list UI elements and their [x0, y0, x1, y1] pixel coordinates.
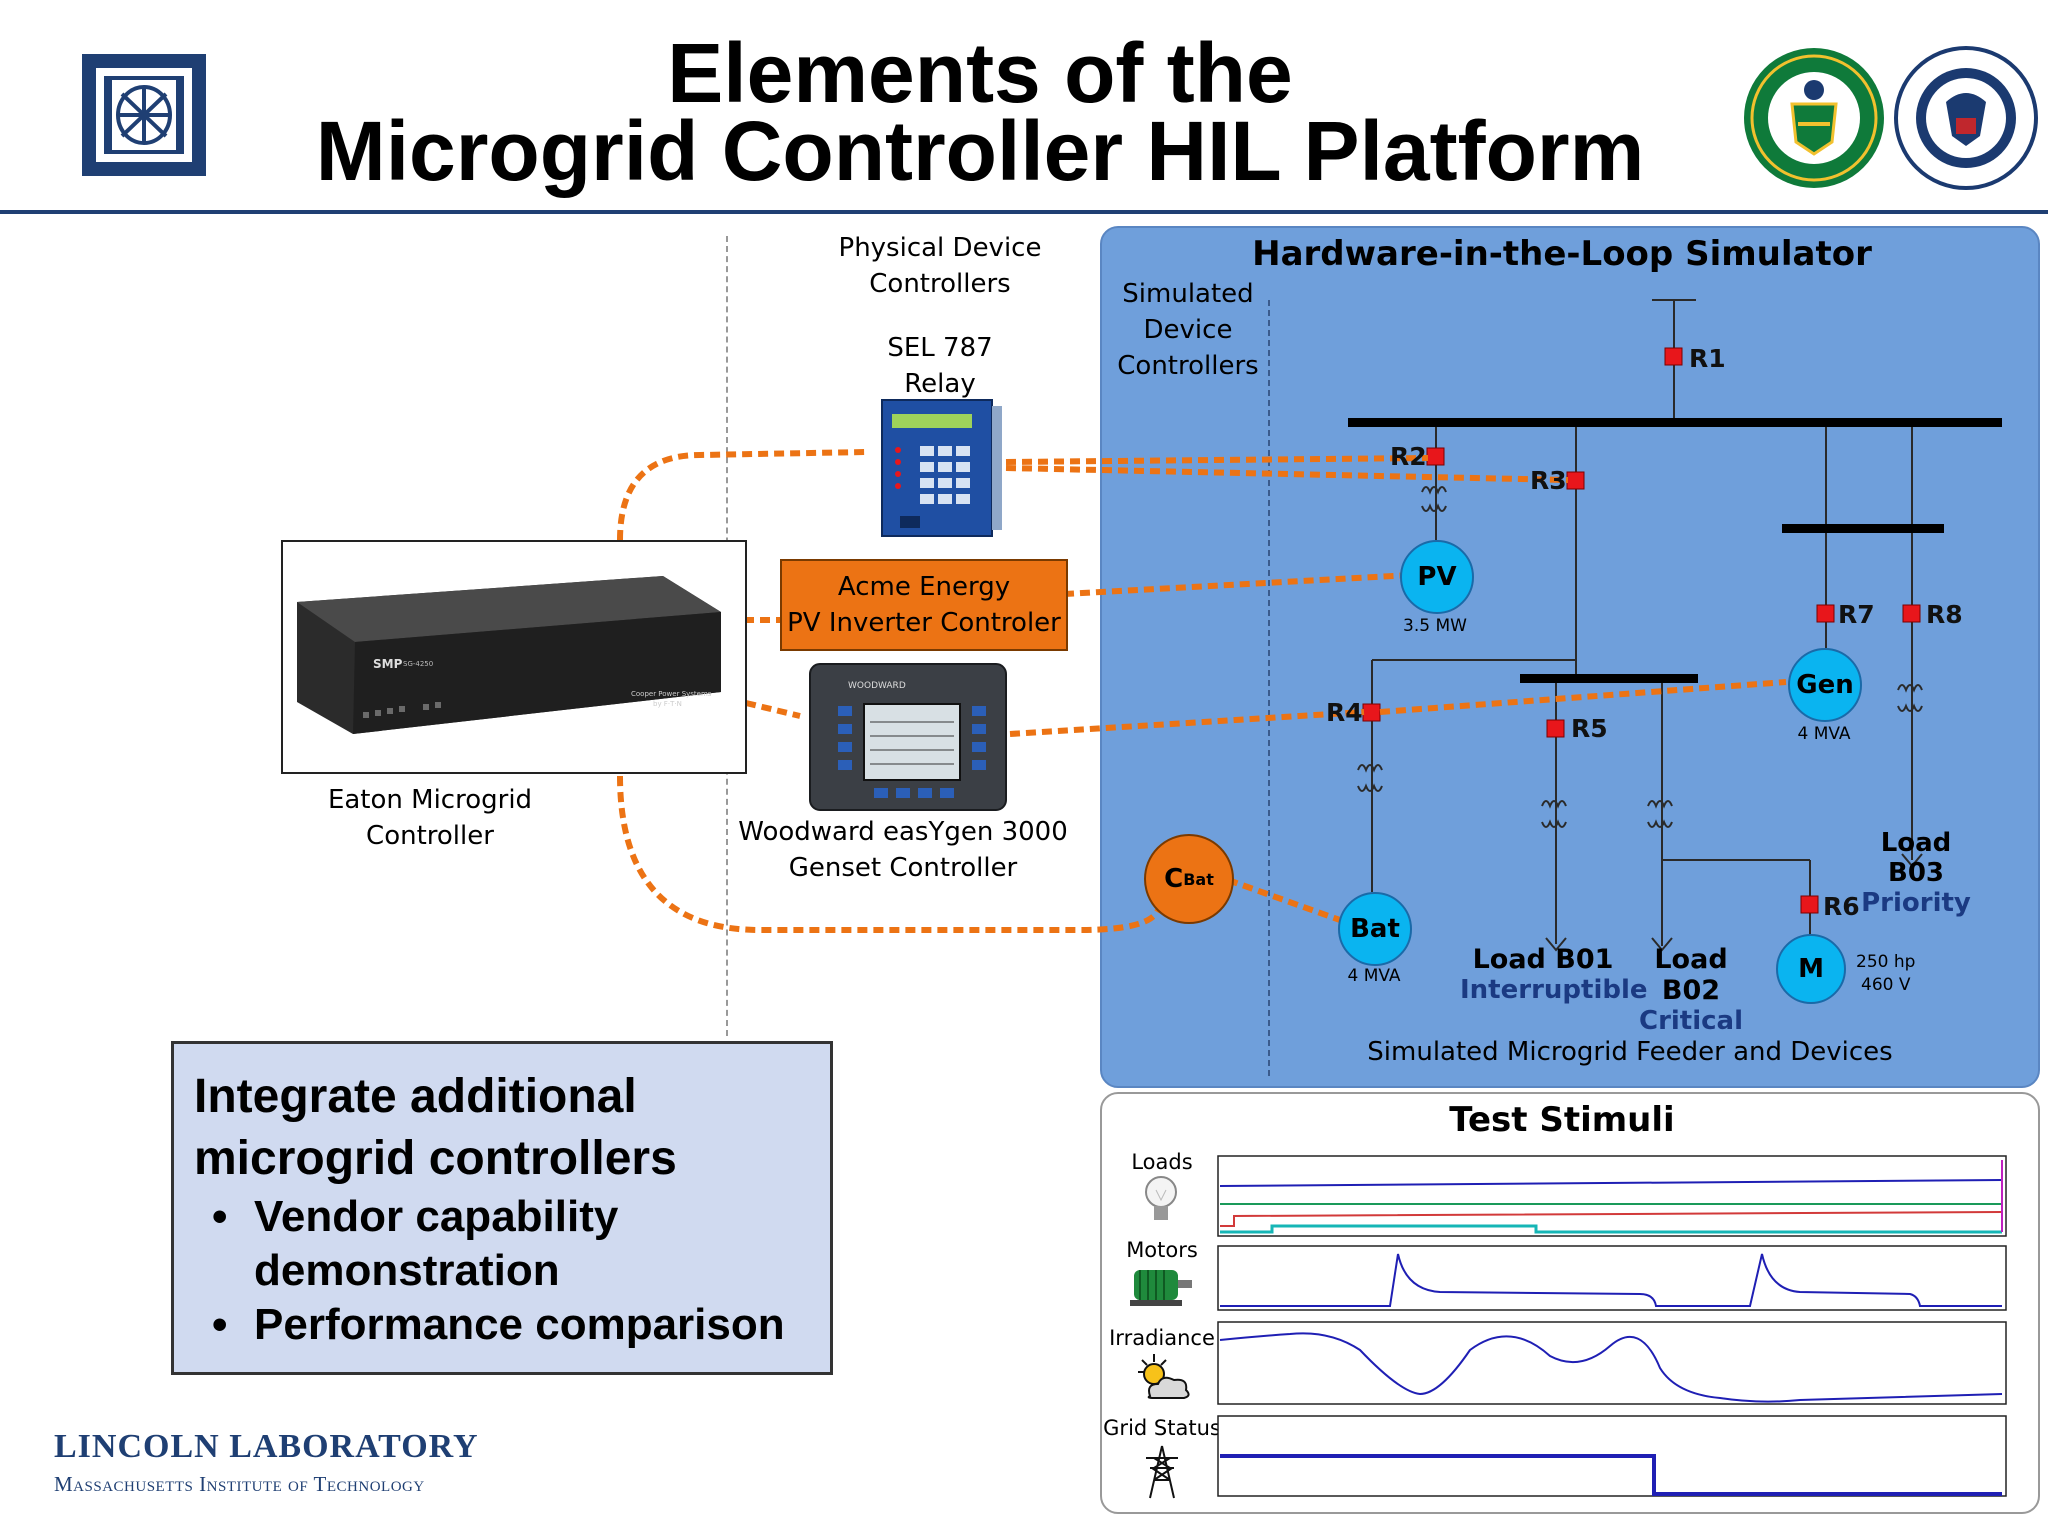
loads-trace-cyan	[1220, 1224, 2002, 1234]
hil-simulator-panel	[1100, 226, 2040, 1088]
simulated-label-line2: Device	[1143, 315, 1233, 345]
gen-rating: 4 MVA	[1797, 724, 1851, 744]
physical-controllers-header: Physical Device Controllers	[820, 230, 1060, 302]
load-b03-type: Priority	[1861, 888, 1971, 918]
relay-r1-label: R1	[1689, 344, 1726, 373]
test-stimuli-title: Test Stimuli	[1449, 1100, 1675, 1140]
relay-r8-label: R8	[1926, 600, 1963, 629]
load-b03: Load B03 Priority	[1854, 828, 1978, 918]
callout-bullet-2: Performance comparison	[254, 1300, 785, 1349]
relay-r4-label: R4	[1326, 698, 1363, 727]
transmission-tower-icon	[1146, 1445, 1178, 1499]
bat-rating: 4 MVA	[1347, 966, 1401, 986]
load-b02-name: Load B02	[1654, 944, 1728, 1006]
eaton-model-text: SG-4250	[403, 660, 433, 668]
eaton-maker2-text: by F·T·N	[653, 700, 682, 708]
motor-node: M	[1776, 934, 1846, 1004]
eaton-label-line1: Eaton Microgrid	[327, 785, 533, 815]
header-divider	[0, 210, 2048, 214]
relay-r7-label: R7	[1838, 600, 1875, 629]
slide-title-line2: Microgrid Controller HIL Platform	[315, 104, 1645, 198]
woodward-brand-text: WOODWARD	[848, 681, 906, 691]
acme-label-line2: PV Inverter Controler	[787, 608, 1061, 638]
callout-heading: Integrate additional microgrid controlle…	[194, 1066, 830, 1190]
slide-title-line1: Elements of the	[667, 26, 1293, 120]
load-b01-name: Load B01	[1472, 944, 1614, 975]
mit-name: Massachusetts Institute of Technology	[54, 1472, 425, 1496]
motors-trace	[1220, 1253, 2002, 1307]
load-b01-type: Interruptible	[1460, 975, 1648, 1005]
light-bulb-icon	[1145, 1176, 1177, 1220]
load-b02-type: Critical	[1638, 1006, 1744, 1036]
relay-r3-label: R3	[1530, 466, 1567, 495]
woodward-label-line2: Genset Controller	[788, 853, 1018, 883]
pv-node: PV	[1400, 540, 1474, 614]
mit-logo	[82, 54, 206, 176]
woodward-label: Woodward easYgen 3000 Genset Controller	[738, 814, 1068, 886]
electric-motor-icon	[1130, 1270, 1192, 1306]
cbat-sub: Bat	[1183, 869, 1214, 889]
simulated-controllers-label: Simulated Device Controllers	[1104, 276, 1272, 384]
relay-r5-label: R5	[1571, 714, 1608, 743]
motor-rating-hp: 250 hp	[1856, 952, 1916, 972]
eaton-label-line2: Controller	[366, 821, 494, 851]
sel-787-label: SEL 787 Relay	[840, 330, 1040, 402]
motor-rating-voltage: 460 V	[1861, 975, 1911, 995]
sel-label-line2: Relay	[904, 369, 976, 399]
callout-bullets: Vendor capability demonstration Performan…	[174, 1190, 830, 1352]
hil-title: Hardware-in-the-Loop Simulator	[1252, 234, 1872, 274]
sel-label-line1: SEL 787	[887, 333, 993, 363]
callout-bullet-vendor: Vendor capability demonstration	[212, 1190, 830, 1298]
callout-bullet-1: Vendor capability	[254, 1192, 619, 1241]
loads-label: Loads	[1131, 1150, 1193, 1174]
homeland-security-seal	[1894, 46, 2038, 190]
simulated-label-line3: Controllers	[1117, 351, 1259, 381]
loads-trace-blue	[1219, 1179, 2003, 1187]
motors-label: Motors	[1126, 1238, 1198, 1262]
irradiance-trace	[1219, 1332, 2003, 1403]
woodward-label-line1: Woodward easYgen 3000	[738, 817, 1068, 847]
hil-footer: Simulated Microgrid Feeder and Devices	[1367, 1037, 1893, 1067]
acme-label-line1: Acme Energy	[837, 572, 1011, 602]
callout-heading-line1: Integrate additional	[194, 1070, 637, 1123]
grid-status-label: Grid Status	[1103, 1416, 1221, 1440]
cbat-label: C	[1164, 864, 1184, 894]
load-b01: Load B01 Interruptible	[1460, 944, 1648, 1005]
physical-header-line1: Physical Device	[838, 233, 1042, 263]
sun-cloud-icon	[1138, 1354, 1190, 1399]
integration-callout: Integrate additional microgrid controlle…	[171, 1041, 833, 1375]
grid-status-trace	[1220, 1454, 2002, 1496]
eaton-label: Eaton Microgrid Controller	[300, 782, 560, 854]
loads-trace-red	[1220, 1211, 2003, 1227]
woodward-easygen-controller: WOODWARD	[808, 662, 1008, 812]
load-b02: Load B02 Critical	[1626, 944, 1756, 1036]
load-b03-name: Load B03	[1880, 828, 1952, 888]
eaton-brand-text: SMP	[373, 657, 403, 671]
physical-header-line2: Controllers	[869, 269, 1011, 299]
simulated-label-line1: Simulated	[1122, 279, 1254, 309]
simulated-divider	[1268, 300, 1270, 1076]
acme-pv-inverter-controller: Acme Energy PV Inverter Controler	[780, 559, 1068, 651]
relay-r6-label: R6	[1823, 892, 1860, 921]
sel-787-relay	[880, 398, 1004, 540]
relay-r2-label: R2	[1390, 442, 1427, 471]
eaton-maker-text: Cooper Power Systems	[631, 690, 712, 698]
department-of-energy-seal	[1742, 46, 1886, 190]
pv-rating: 3.5 MW	[1403, 616, 1467, 636]
gen-node: Gen	[1788, 648, 1862, 722]
callout-bullet-performance: Performance comparison	[212, 1298, 830, 1352]
irradiance-label: Irradiance	[1109, 1326, 1215, 1350]
bat-node: Bat	[1338, 892, 1412, 966]
callout-bullet-1b: demonstration	[254, 1246, 560, 1295]
lincoln-lab-name: LINCOLN LABORATORY	[54, 1428, 479, 1465]
callout-heading-line2: microgrid controllers	[194, 1132, 677, 1185]
eaton-controller-frame: SMP SG-4250 Cooper Power Systems by F·T·…	[281, 540, 747, 774]
